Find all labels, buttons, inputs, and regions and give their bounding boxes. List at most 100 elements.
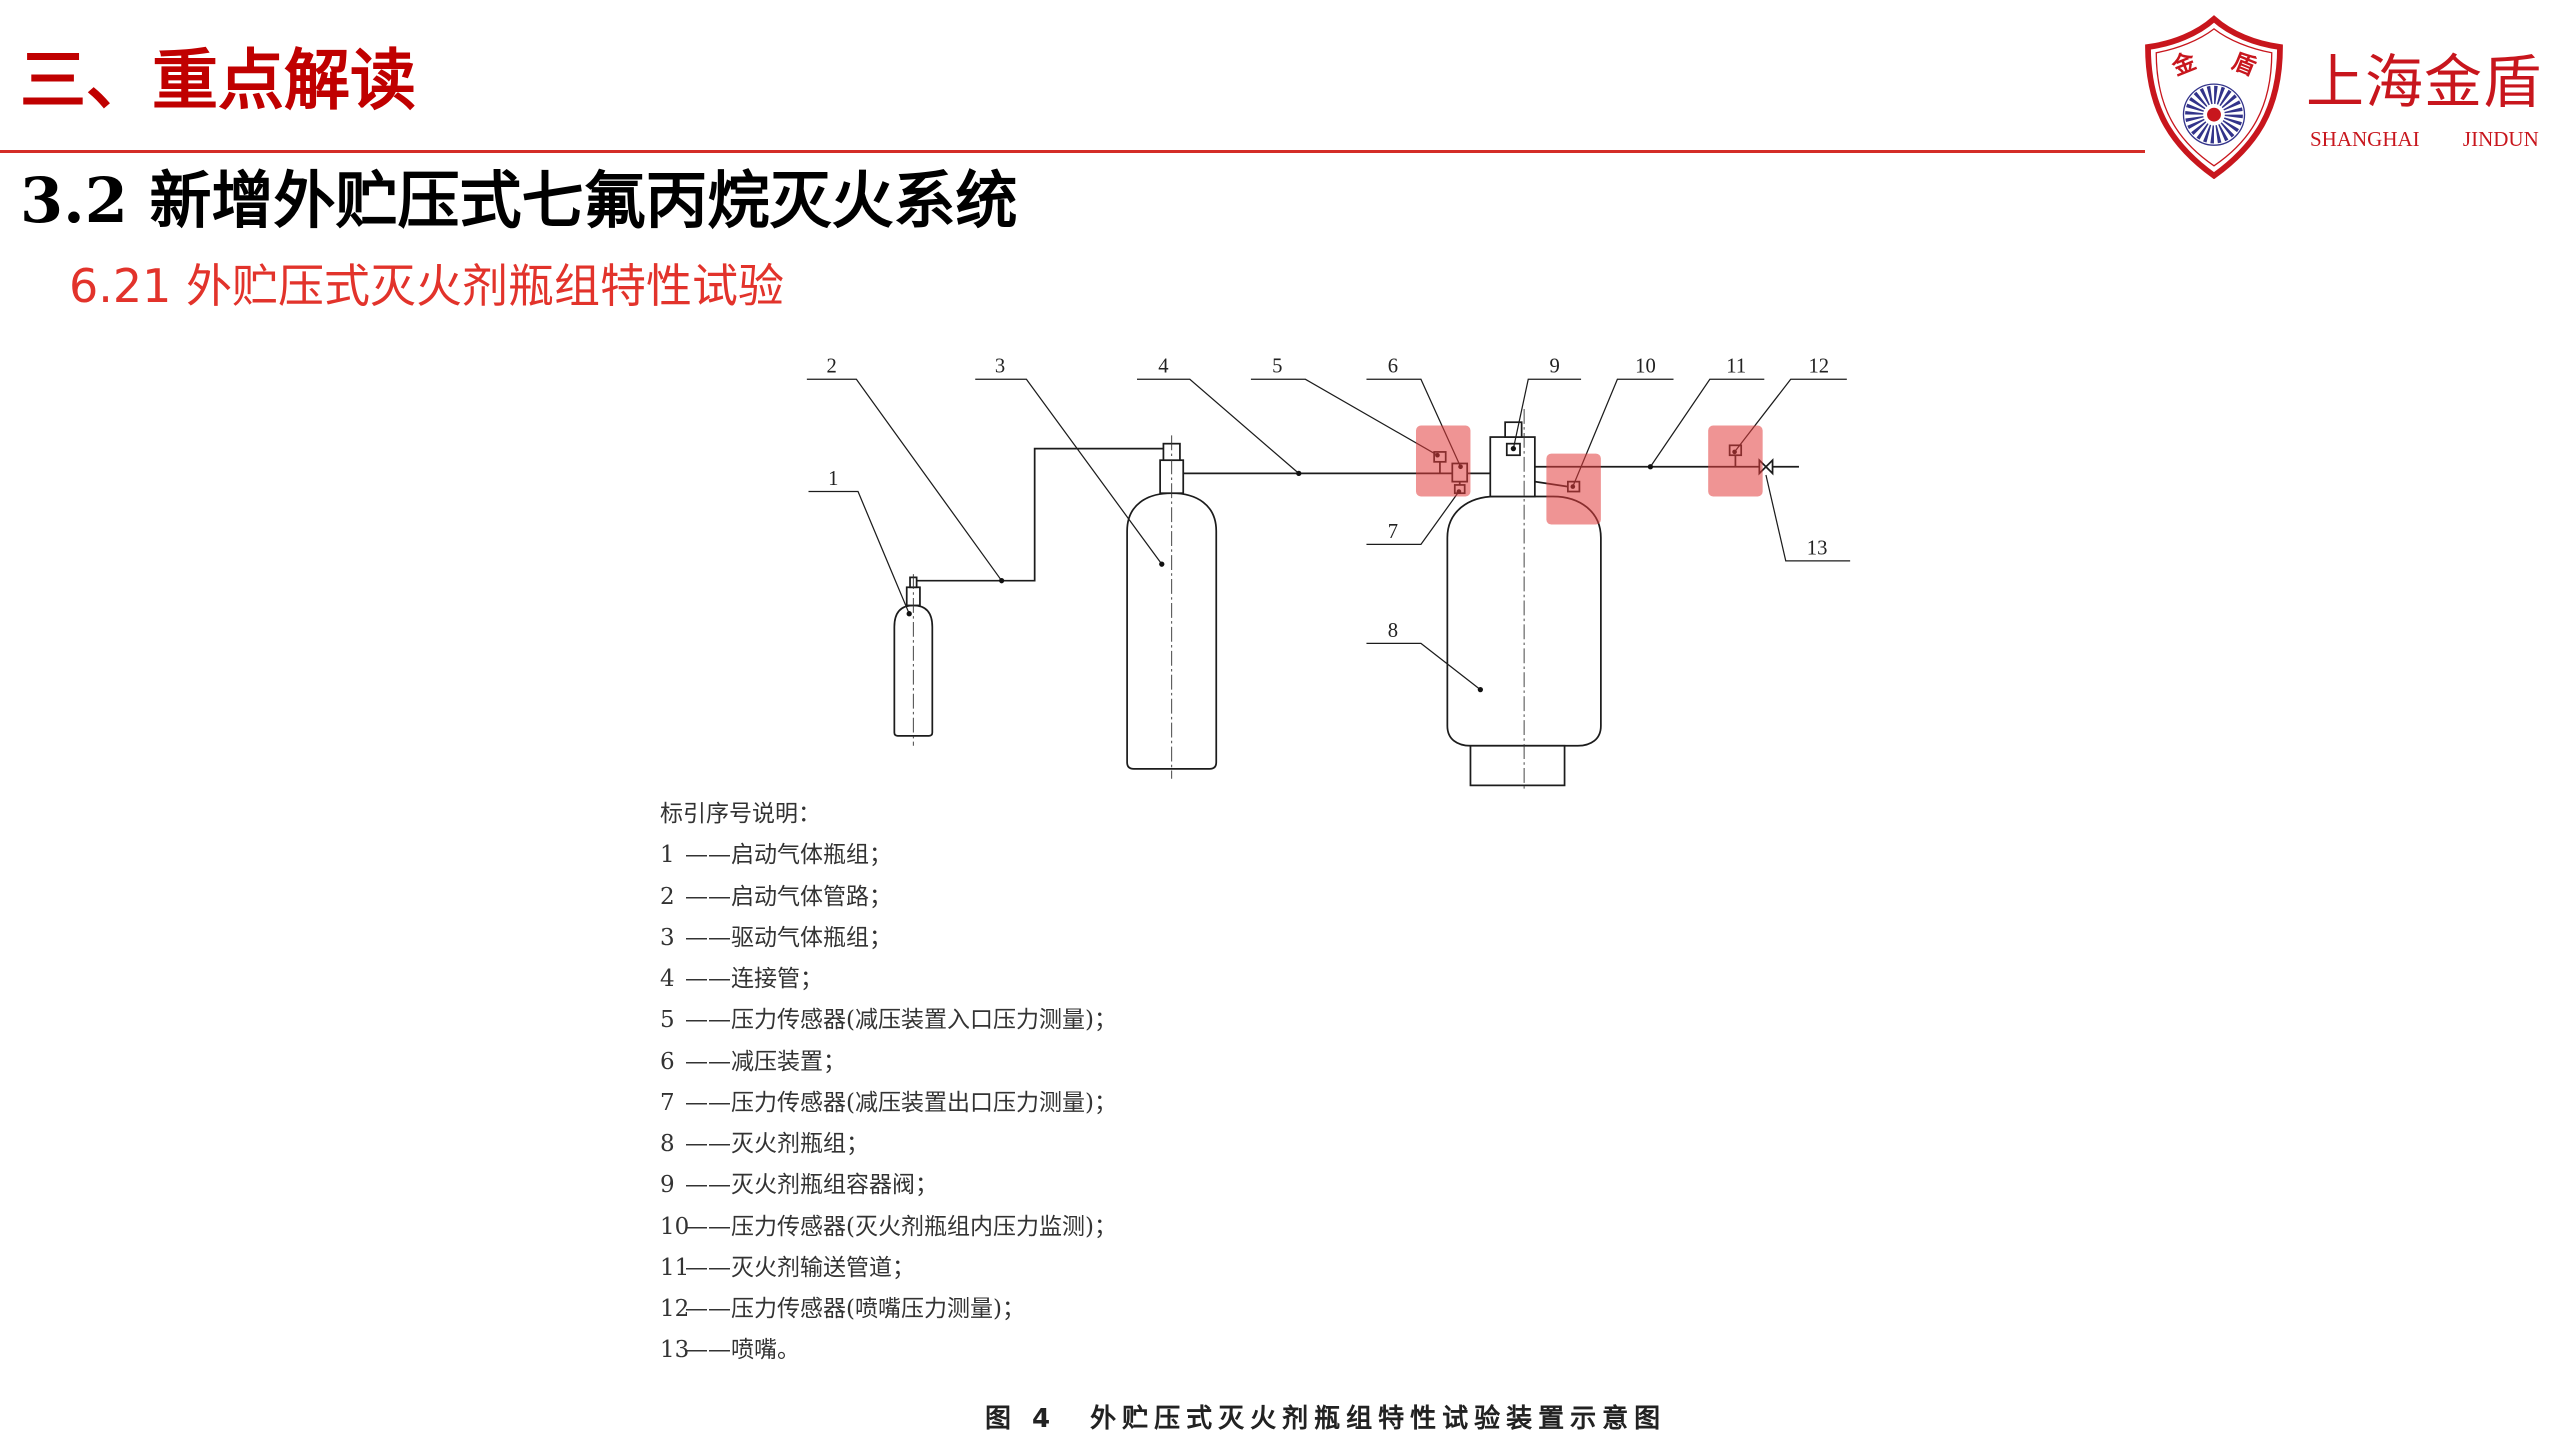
shield-inner-outline (2155, 28, 2273, 167)
callout-11: 11 (1647, 356, 1765, 470)
brand-name-chinese: 上海金盾 (2306, 48, 2543, 116)
brand-name-english: SHANGHAI JINDUN (2310, 127, 2539, 151)
slide-subtitle: 3.2 新增外贮压式七氟丙烷灭火系统 (20, 164, 1018, 237)
leader-line-10 (1572, 378, 1674, 487)
legend-item-text: ——压力传感器(减压装置出口压力测量)； (685, 1089, 1117, 1116)
callout-13: 13 (1765, 474, 1851, 562)
leader-dot-8 (1477, 686, 1484, 693)
callout-label-2: 2 (826, 356, 836, 378)
leader-dot-3 (1159, 561, 1165, 567)
legend-item: 13——喷嘴。 (660, 1330, 1117, 1371)
legend-item-number: 1 (660, 842, 675, 869)
center-lines (912, 409, 1525, 789)
callout-label-5: 5 (1272, 356, 1282, 378)
legend-item-text: ——连接管； (685, 966, 823, 992)
highlight-box-sensor-12 (1708, 425, 1763, 497)
leader-line-11 (1649, 378, 1765, 468)
callout-legend: 标引序号说明： 1 ——启动气体瓶组； 2 ——启动气体管路； 3 ——驱动气体瓶组；… (660, 794, 1117, 1372)
leader-line-7 (1366, 491, 1460, 545)
leader-dot-1 (906, 611, 912, 617)
leader-line-2 (806, 378, 1003, 582)
callout-3: 3 (975, 356, 1165, 567)
legend-item-number: 3 (660, 924, 675, 951)
figure-title: 外贮压式灭火剂瓶组特性试验装置示意图 (1090, 1404, 1667, 1434)
callout-label-3: 3 (995, 356, 1005, 378)
highlight-box-sensor-10 (1546, 453, 1601, 525)
legend-item-text: ——灭火剂输送管道； (685, 1254, 915, 1281)
legend-item-text: ——压力传感器(灭火剂瓶组内压力监测)； (685, 1213, 1117, 1240)
leader-line-13 (1765, 474, 1851, 562)
callout-label-10: 10 (1635, 356, 1656, 378)
container-valve (1489, 421, 1536, 498)
legend-item: 4——连接管； (660, 959, 1117, 1000)
legend-item: 1 ——启动气体瓶组； (660, 835, 1117, 876)
legend-item-text: ——灭火剂瓶组； (685, 1131, 869, 1157)
legend-item: 7——压力传感器(减压装置出口压力测量)； (660, 1083, 1117, 1124)
legend-item: 10——压力传感器(灭火剂瓶组内压力监测)； (660, 1207, 1117, 1248)
callout-9: 9 (1510, 356, 1582, 452)
callout-label-6: 6 (1388, 356, 1398, 378)
callout-label-11: 11 (1726, 356, 1746, 378)
leader-line-3 (975, 378, 1163, 565)
leader-line-5 (1250, 378, 1438, 456)
legend-item-number: 8 (660, 1131, 675, 1157)
start-gas-pipeline (916, 447, 1164, 582)
legend-item: 11——灭火剂输送管道； (660, 1248, 1117, 1289)
leader-line-8 (1366, 642, 1481, 691)
legend-item-text: ——启动气体瓶组； (685, 842, 892, 869)
leader-line-9 (1512, 378, 1582, 449)
legend-item-number: 6 (660, 1048, 675, 1075)
callout-label-7: 7 (1388, 521, 1398, 543)
callout-4: 4 (1137, 356, 1302, 477)
legend-item-number: 13 (660, 1337, 690, 1364)
legend-heading: 标引序号说明： (660, 801, 821, 827)
leader-dot-9 (1510, 445, 1517, 452)
leader-line-4 (1137, 378, 1300, 474)
leader-dot-11 (1647, 464, 1654, 470)
page-title: 三、重点解读 (20, 42, 416, 119)
title-divider (0, 150, 2145, 153)
jindun-shield-logo: 金 盾 (2145, 15, 2283, 179)
legend-item-number: 12 (660, 1296, 690, 1322)
callout-1: 1 (808, 468, 912, 617)
figure-caption: 图 4 外贮压式灭火剂瓶组特性试验装置示意图 (985, 1404, 1666, 1434)
agent-cylinder-base (1469, 744, 1566, 787)
legend-item-text: ——压力传感器(喷嘴压力测量)； (685, 1296, 1025, 1322)
legend-item: 6 ——减压装置； (660, 1042, 1117, 1083)
callout-label-4: 4 (1158, 356, 1168, 378)
legend-item-number: 11 (660, 1254, 690, 1281)
legend-item-text: ——压力传感器(减压装置入口压力测量)； (685, 1007, 1117, 1034)
test-apparatus-diagram: 1 2 3 4 5 6 7 (806, 356, 1851, 789)
leader-dot-2 (999, 578, 1005, 584)
callout-2: 2 (806, 356, 1005, 584)
figure-number: 图 4 (985, 1404, 1057, 1434)
legend-item: 9——灭火剂瓶组容器阀； (660, 1165, 1117, 1206)
legend-item-number: 9 (660, 1172, 675, 1199)
legend-item-number: 2 (660, 883, 675, 910)
callout-label-12: 12 (1808, 356, 1829, 378)
legend-item: 3 ——驱动气体瓶组； (660, 918, 1117, 959)
callout-label-8: 8 (1388, 620, 1398, 642)
callout-8: 8 (1366, 620, 1484, 693)
leader-line-1 (808, 490, 910, 614)
legend-item-text: ——驱动气体瓶组； (685, 924, 892, 951)
legend-item: 12——压力传感器(喷嘴压力测量)； (660, 1289, 1117, 1330)
shield-outline (2145, 15, 2283, 179)
callout-label-13: 13 (1807, 537, 1828, 559)
highlight-boxes (1415, 425, 1763, 525)
legend-item-number: 10 (660, 1213, 690, 1240)
legend-item: 2 ——启动气体管路； (660, 877, 1117, 918)
legend-item-text: ——减压装置； (685, 1048, 846, 1075)
legend-item-number: 5 (660, 1007, 675, 1034)
leader-dot-4 (1296, 470, 1302, 477)
highlight-box-reducing-device (1415, 425, 1471, 497)
callout-label-9: 9 (1549, 356, 1559, 378)
callout-label-1: 1 (828, 468, 838, 490)
legend-item: 8 ——灭火剂瓶组； (660, 1124, 1117, 1165)
gear-wheel-icon (2182, 83, 2246, 146)
legend-item-text: ——启动气体管路； (685, 883, 892, 910)
legend-item: 5 ——压力传感器(减压装置入口压力测量)； (660, 1000, 1117, 1041)
legend-item-text: ——喷嘴。 (685, 1337, 800, 1364)
callout-5: 5 (1250, 356, 1440, 458)
